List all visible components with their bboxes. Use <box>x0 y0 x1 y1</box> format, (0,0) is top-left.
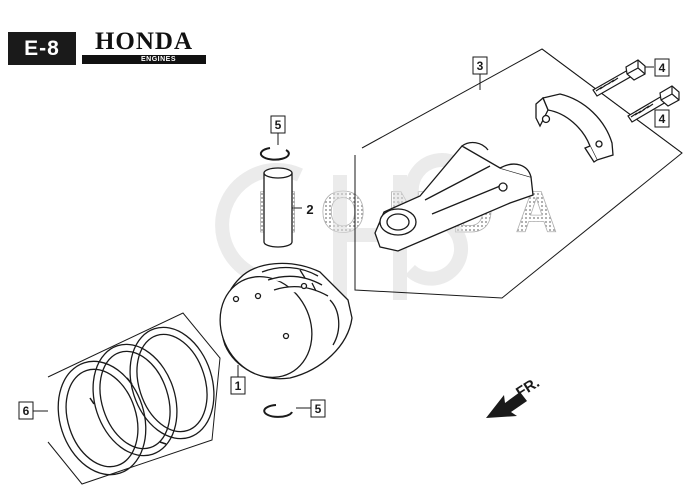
callout-3: 3 <box>472 56 488 75</box>
callout-2: 2 <box>306 202 313 217</box>
piston-pin-clip-lower <box>263 404 293 418</box>
callout-4-upper-label: 4 <box>659 61 666 75</box>
arrow-icon <box>486 392 527 418</box>
callout-2-label: 2 <box>306 202 313 217</box>
brand-bar <box>82 55 206 64</box>
callout-4-upper: 4 <box>645 58 670 77</box>
piston-pin-clip-upper <box>259 147 290 161</box>
callout-1-label: 1 <box>235 379 242 393</box>
piston-pin <box>263 167 293 248</box>
piston <box>219 262 353 380</box>
callout-5-lower: 5 <box>310 399 326 418</box>
callout-5-upper: 5 <box>270 115 286 134</box>
rod-bolt-upper <box>592 59 646 97</box>
honda-engines-logo: HONDA ENGINES <box>82 28 206 64</box>
callout-6: 6 <box>18 401 34 420</box>
piston-ring-second <box>92 343 178 457</box>
connecting-rod-assembly-frame <box>354 48 683 299</box>
front-direction-arrow: FR. <box>486 374 543 418</box>
piston-rings <box>57 326 215 476</box>
page-code: E-8 <box>24 36 60 60</box>
page-code-badge: E-8 <box>8 32 76 65</box>
callout-3-label: 3 <box>477 59 484 73</box>
callout-5-upper-label: 5 <box>275 118 282 132</box>
connecting-rod-cap <box>535 93 614 163</box>
brand-sub: ENGINES <box>140 56 176 63</box>
callout-5-lower-label: 5 <box>315 402 322 416</box>
rod-bolt-lower <box>627 85 680 123</box>
callout-6-label: 6 <box>23 404 30 418</box>
piston-rings-frame <box>47 312 221 485</box>
callout-1: 1 <box>230 376 246 395</box>
brand-name: HONDA <box>94 28 194 55</box>
connecting-rod <box>374 141 534 252</box>
callout-4-lower-label: 4 <box>659 112 666 126</box>
callout-4-lower: 4 <box>654 109 670 128</box>
piston-ring-top <box>129 326 215 440</box>
piston-ring-oil <box>57 360 147 476</box>
